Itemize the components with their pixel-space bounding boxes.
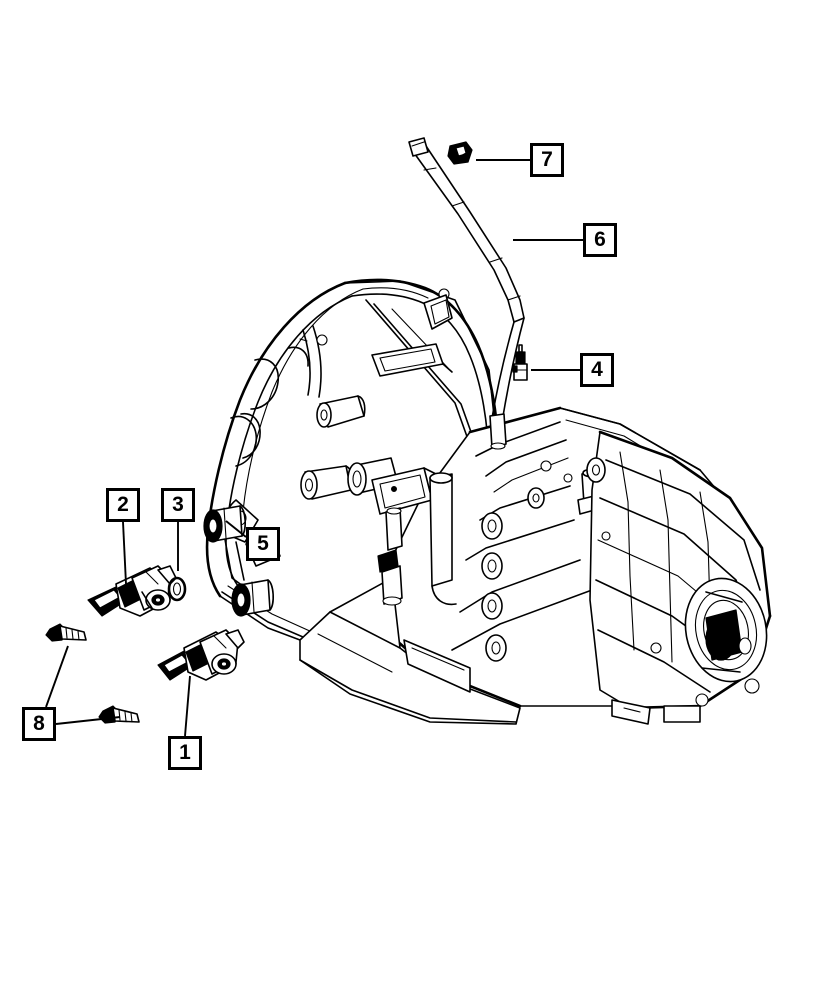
leader-lines <box>45 159 583 737</box>
callout-number-1: 1 <box>179 740 191 764</box>
callout-box-6[interactable]: 6 <box>583 223 617 257</box>
callout-box-2[interactable]: 2 <box>106 488 140 522</box>
output-speed-sensor <box>157 629 245 681</box>
callout-box-3[interactable]: 3 <box>161 488 195 522</box>
leader-5 <box>225 520 247 538</box>
extension-housing <box>586 430 772 725</box>
callout-number-4: 4 <box>591 357 603 381</box>
bolt-upper <box>45 623 87 642</box>
callout-number-5: 5 <box>257 531 269 555</box>
callout-box-7[interactable]: 7 <box>530 143 564 177</box>
callout-box-5[interactable]: 5 <box>246 527 280 561</box>
o-ring-seal <box>167 576 187 602</box>
output-flange <box>684 577 768 707</box>
tube-clamp-nut <box>447 141 473 165</box>
leader-8b <box>55 716 121 725</box>
input-speed-sensor <box>87 565 177 617</box>
callout-number-2: 2 <box>117 492 129 516</box>
leader-1 <box>184 675 191 737</box>
transmission-case <box>205 278 772 725</box>
case-boss-lower <box>300 465 354 500</box>
callout-box-4[interactable]: 4 <box>580 353 614 387</box>
callout-number-3: 3 <box>172 492 184 516</box>
bell-housing <box>205 278 501 641</box>
leader-2 <box>122 521 127 585</box>
case-boss-upper <box>316 395 366 428</box>
leader-8a <box>45 645 69 708</box>
callout-box-1[interactable]: 1 <box>168 736 202 770</box>
bolt-lower <box>98 705 140 724</box>
callout-number-7: 7 <box>541 147 553 171</box>
callout-number-8: 8 <box>33 711 45 735</box>
pipe-plug-lower <box>231 579 274 617</box>
callout-box-8[interactable]: 8 <box>22 707 56 741</box>
pipe-plug-upper <box>203 505 246 543</box>
pressure-tap-plug <box>512 344 528 381</box>
valve-body-top <box>371 467 457 606</box>
callout-number-6: 6 <box>594 227 606 251</box>
dipstick-tube-part <box>408 137 525 450</box>
